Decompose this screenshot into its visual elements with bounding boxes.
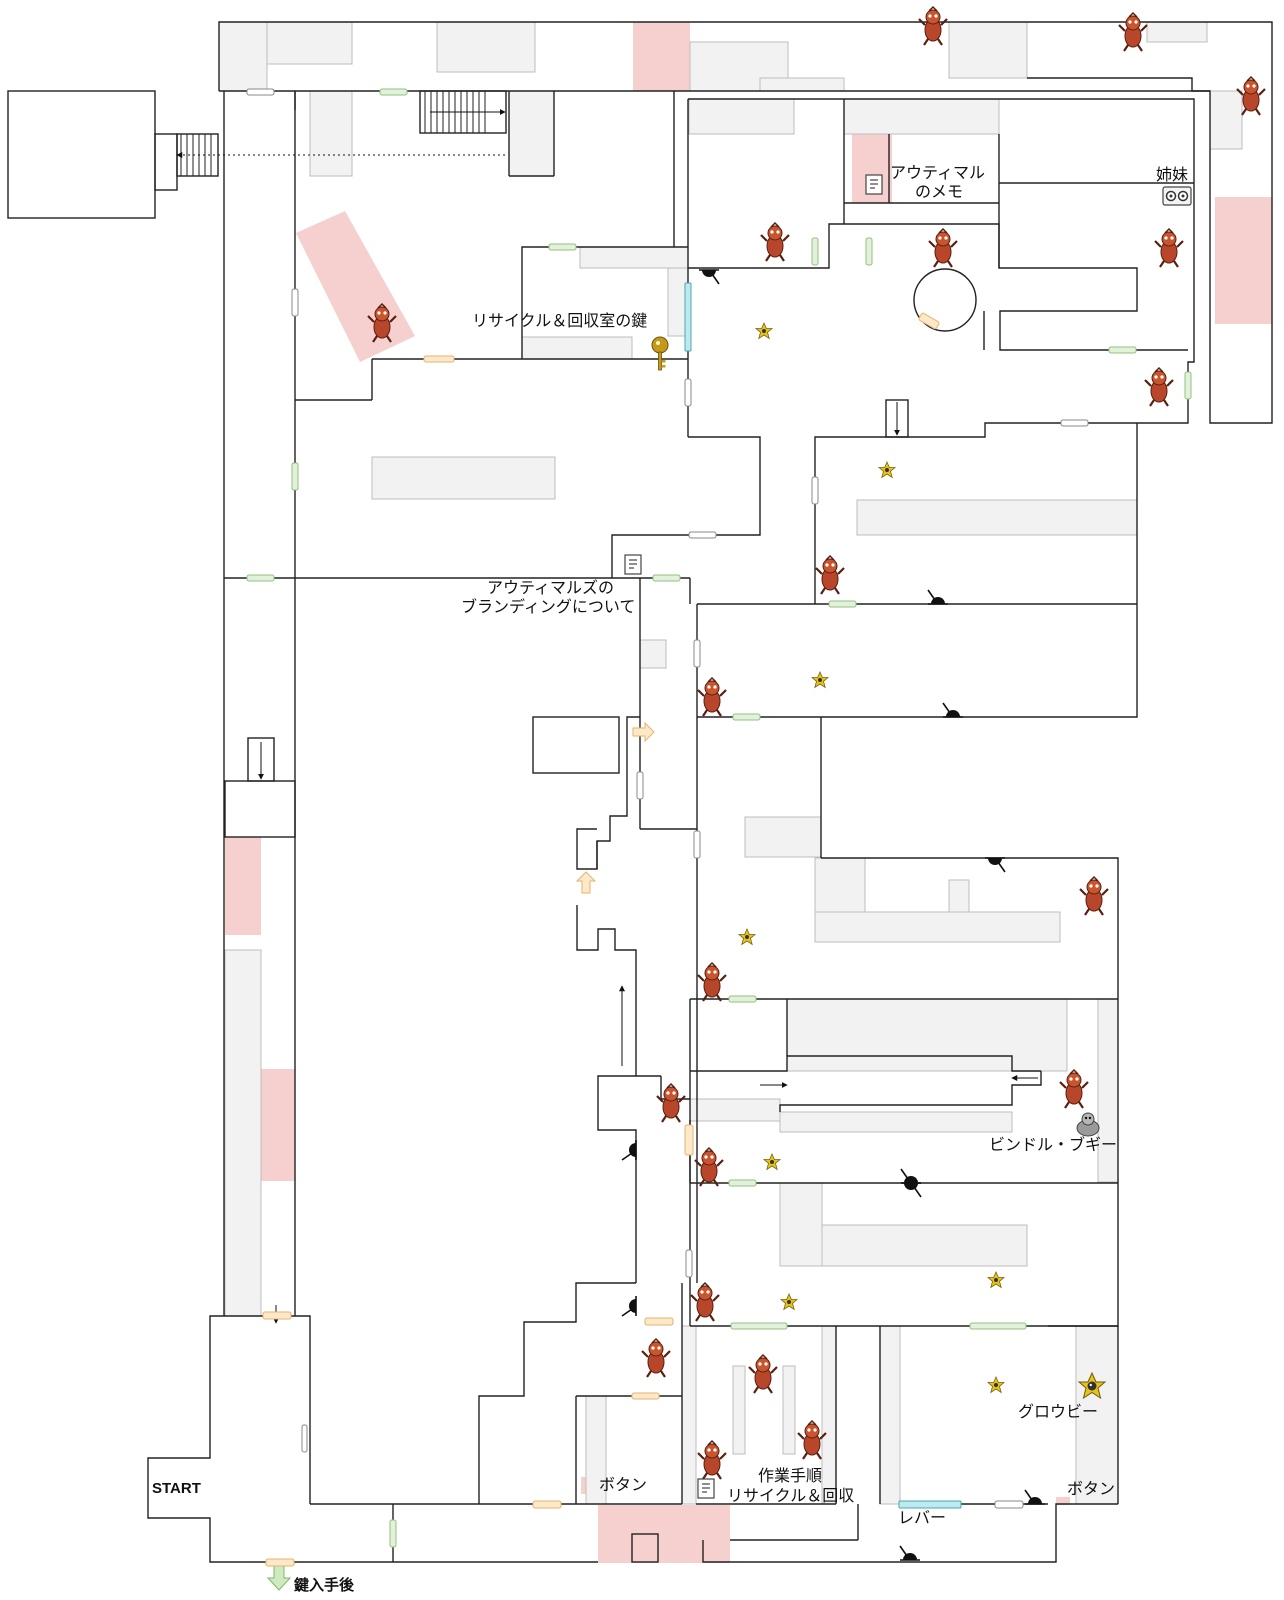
bindle-boogie-label: ビンドル・ブギー bbox=[989, 1135, 1117, 1154]
start-label: START bbox=[152, 1480, 201, 1497]
manual-label-line1: 作業手順 bbox=[758, 1467, 822, 1485]
walls bbox=[7, 21, 1273, 1563]
bindle-boogie-icon bbox=[1076, 1112, 1100, 1137]
button-left-label: ボタン bbox=[599, 1476, 647, 1494]
doors bbox=[246, 88, 1192, 1567]
furniture-blocks bbox=[218, 21, 1243, 1505]
manual-label-line2: リサイクル＆回収 bbox=[727, 1487, 854, 1505]
button-right-label: ボタン bbox=[1067, 1480, 1115, 1498]
lever-label: レバー bbox=[898, 1510, 946, 1527]
branding-label-line2: ブランディングについて bbox=[461, 597, 635, 616]
after-key-arrow-icon bbox=[266, 1565, 292, 1591]
map-labels: START リサイクル＆回収室の鍵 アウティマル のメモ 姉妹 アウティマルズの… bbox=[152, 164, 1188, 1594]
after-key-label: 鍵入手後 bbox=[294, 1576, 355, 1594]
memo-label-line1: アウティマル bbox=[890, 164, 985, 182]
direction-arrows bbox=[176, 109, 1038, 1324]
groovy-star-icon bbox=[1077, 1371, 1107, 1400]
groovy-label: グロウビー bbox=[1018, 1403, 1098, 1421]
sisters-label: 姉妹 bbox=[1156, 166, 1188, 184]
route-arrow-icon bbox=[575, 721, 655, 894]
key-recycle-label: リサイクル＆回収室の鍵 bbox=[472, 312, 647, 330]
restricted-zones bbox=[225, 22, 1272, 1563]
sisters-device-icon bbox=[1162, 186, 1192, 206]
branding-label-line1: アウティマルズの bbox=[487, 579, 614, 597]
key-icon bbox=[651, 336, 669, 371]
memo-label-line2: のメモ bbox=[915, 184, 963, 201]
